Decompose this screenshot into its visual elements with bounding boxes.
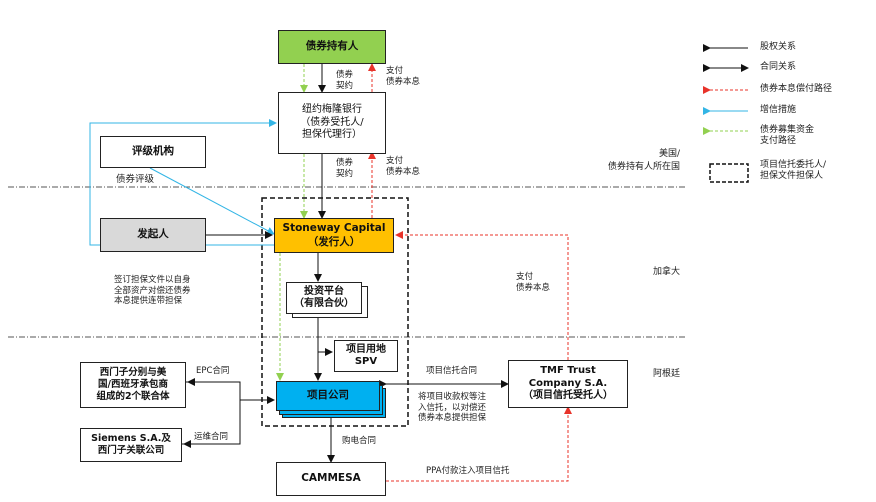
- legend-trust-rect: [709, 163, 749, 183]
- bondholders-box: 债券持有人: [278, 30, 386, 64]
- siemens-jv-box: 西门子分别与美 国/西班牙承包商 组成的2个联合体: [80, 362, 186, 408]
- label-pay-bond-mid: 支付 债券本息: [386, 156, 421, 177]
- siemens-box: Siemens S.A.及 西门子关联公司: [80, 428, 182, 462]
- legend-equity: 股权关系: [760, 42, 797, 52]
- label-ppa-payment: PPA付款注入项目信托: [426, 466, 510, 476]
- legend-contract: 合同关系: [760, 62, 797, 72]
- legend-repayment: 债券本息偿付路径: [760, 84, 833, 94]
- cammesa-box: CAMMESA: [276, 462, 386, 496]
- tmf-trust-box: TMF Trust Company S.A. （项目信托受托人）: [508, 360, 628, 408]
- label-pay-bond-trust: 支付 债券本息: [516, 272, 551, 293]
- legend-funding: 债券募集资金 支付路径: [760, 125, 815, 147]
- label-trust-contract: 项目信托合同: [426, 366, 478, 376]
- spv-box: 项目用地 SPV: [334, 340, 398, 372]
- region-usa: 美国/ 债券持有人所在国: [607, 149, 680, 172]
- label-ppa-contract: 购电合同: [342, 436, 377, 446]
- label-pay-bond-top: 支付 债券本息: [386, 66, 421, 87]
- issuer-box: Stoneway Capital （发行人）: [274, 218, 394, 253]
- label-bond-contract-mid: 债券 契约: [336, 158, 354, 179]
- label-bond-rating: 债券评级: [116, 174, 155, 185]
- label-om-contract: 运维合同: [194, 432, 229, 442]
- label-epc-contract: EPC合同: [196, 366, 230, 376]
- label-receivables: 将项目收款权等注 入信托，以对偿还 债券本息提供担保: [418, 392, 487, 424]
- rating-agency-box: 评级机构: [100, 136, 206, 168]
- trust-guarantor-frame: [261, 197, 409, 427]
- region-argentina: 阿根廷: [652, 369, 680, 379]
- sponsor-box: 发起人: [100, 218, 206, 252]
- mellon-box: 纽约梅隆银行 （债券受托人/ 担保代理行）: [278, 92, 386, 154]
- legend-trust: 项目信托委托人/ 担保文件担保人: [760, 160, 827, 182]
- platform-box: 投资平台 （有限合伙）: [286, 282, 362, 314]
- label-bond-contract-top: 债券 契约: [336, 70, 354, 91]
- legend-credit: 增信措施: [760, 105, 797, 115]
- project-company-box: 项目公司: [276, 381, 380, 411]
- region-canada: 加拿大: [652, 267, 680, 277]
- label-guarantee: 签订担保文件以自身 全部资产对偿还债券 本息提供连带担保: [114, 275, 191, 307]
